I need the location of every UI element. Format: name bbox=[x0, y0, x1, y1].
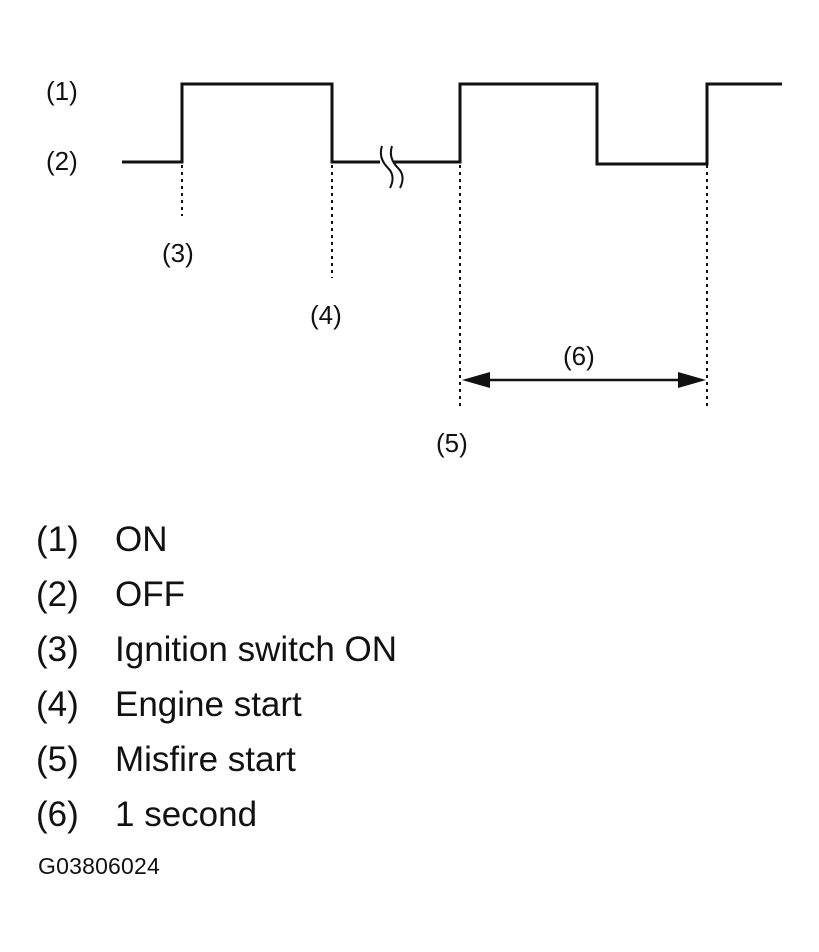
duration-arrowhead-right bbox=[678, 372, 706, 388]
legend-item: (6) 1 second bbox=[36, 787, 397, 842]
legend-text: Engine start bbox=[115, 685, 302, 724]
legend-text: OFF bbox=[115, 575, 185, 614]
legend-number: (4) bbox=[36, 685, 79, 724]
label-one-second: (6) bbox=[563, 341, 595, 371]
legend-text: Misfire start bbox=[115, 740, 296, 779]
label-on-state: (1) bbox=[46, 76, 78, 106]
legend-number: (1) bbox=[36, 520, 79, 559]
signal-waveform-segment-2 bbox=[394, 82, 782, 166]
legend-number: (6) bbox=[36, 795, 79, 834]
legend-number: (3) bbox=[36, 630, 79, 669]
legend-item: (2) OFF bbox=[36, 567, 397, 622]
timing-diagram: (1) (2) (3) (4) (5) (6) bbox=[46, 76, 782, 458]
legend-text: ON bbox=[115, 520, 168, 559]
figure-code: G03806024 bbox=[38, 853, 161, 879]
duration-arrowhead-left bbox=[462, 372, 490, 388]
legend-item: (1) ON bbox=[36, 512, 397, 567]
legend-item: (5) Misfire start bbox=[36, 732, 397, 787]
signal-waveform-segment-1 bbox=[122, 82, 380, 164]
legend-text: 1 second bbox=[115, 795, 258, 834]
legend-number: (5) bbox=[36, 740, 79, 779]
legend-item: (4) Engine start bbox=[36, 677, 397, 732]
legend-number: (2) bbox=[36, 575, 79, 614]
label-off-state: (2) bbox=[46, 146, 78, 176]
label-engine-start: (4) bbox=[310, 300, 342, 330]
label-ignition-on: (3) bbox=[162, 238, 194, 268]
break-mark bbox=[379, 145, 404, 189]
legend: (1) ON (2) OFF (3) Ignition switch ON (4) En… bbox=[36, 512, 397, 842]
legend-text: Ignition switch ON bbox=[115, 630, 398, 669]
legend-item: (3) Ignition switch ON bbox=[36, 622, 397, 677]
label-misfire-start: (5) bbox=[436, 428, 468, 458]
